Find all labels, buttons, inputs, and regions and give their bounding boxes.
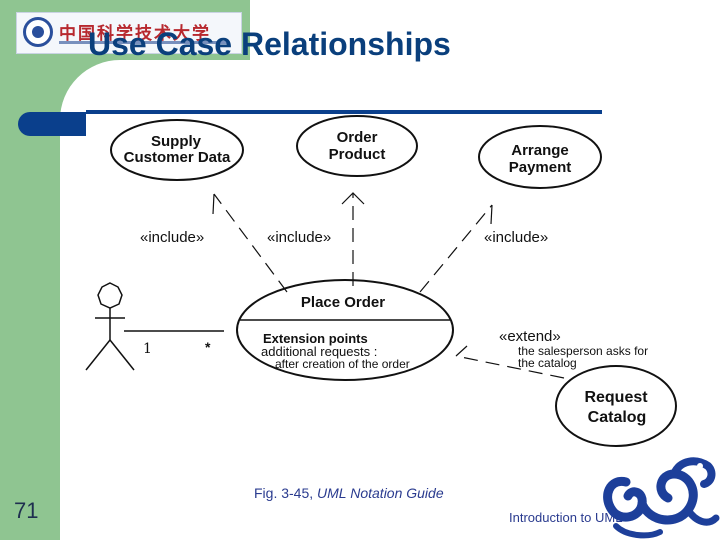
figure-caption: Fig. 3-45, UML Notation Guide: [254, 485, 444, 501]
actor-icon: [85, 282, 135, 371]
usecase-arrange-payment: Arrange Payment: [478, 125, 602, 189]
usecase-order-product: Order Product: [296, 115, 418, 177]
seal-icon: [23, 17, 53, 47]
caption-source: UML Notation Guide: [317, 485, 444, 501]
include-arrows: [212, 192, 565, 379]
slide-number: 71: [14, 498, 39, 523]
logo-subline: [59, 41, 229, 44]
logo-text: 中国科学技术大学: [59, 24, 211, 44]
caption-prefix: Fig. 3-45,: [254, 485, 318, 501]
supply-line1: Supply: [151, 133, 202, 150]
extension-points-label: Extension points: [263, 331, 368, 346]
request-line2: Catalog: [588, 409, 647, 426]
university-logo: 中国科学技术大学: [16, 12, 242, 54]
multiplicity-actor-end: 1: [143, 341, 152, 357]
order-product-line2: Product: [329, 146, 386, 163]
order-product-line1: Order: [337, 129, 378, 146]
footer-text: Introduction to UML: [509, 510, 623, 525]
dragon-logo-icon: [603, 457, 720, 539]
extend-condition-line2: the catalog: [518, 356, 577, 370]
include-label-right: «include»: [484, 229, 548, 246]
extend-label: «extend»: [499, 328, 561, 345]
request-line1: Request: [584, 389, 648, 406]
supply-line2: Customer Data: [124, 149, 231, 166]
include-label-left: «include»: [140, 229, 204, 246]
title-accent-pill: [18, 112, 86, 136]
slide-title: Use Case Relationships: [88, 26, 451, 62]
usecase-place-order: Place Order Extension points additional …: [236, 279, 454, 381]
include-label-mid: «include»: [267, 229, 331, 246]
usecase-request-catalog: Request Catalog: [555, 365, 677, 447]
extension-line1: additional requests :: [261, 344, 377, 359]
extend-condition-line1: the salesperson asks for: [518, 344, 648, 358]
multiplicity-usecase-end: *: [205, 339, 211, 355]
title-rule: [86, 110, 602, 114]
arrange-line2: Payment: [509, 159, 572, 176]
usecase-supply-customer-data: Supply Customer Data: [110, 119, 244, 181]
arrange-line1: Arrange: [511, 142, 569, 159]
place-order-label: Place Order: [301, 294, 385, 311]
left-green-strip: [0, 0, 60, 540]
extension-line2: after creation of the order: [275, 357, 410, 371]
